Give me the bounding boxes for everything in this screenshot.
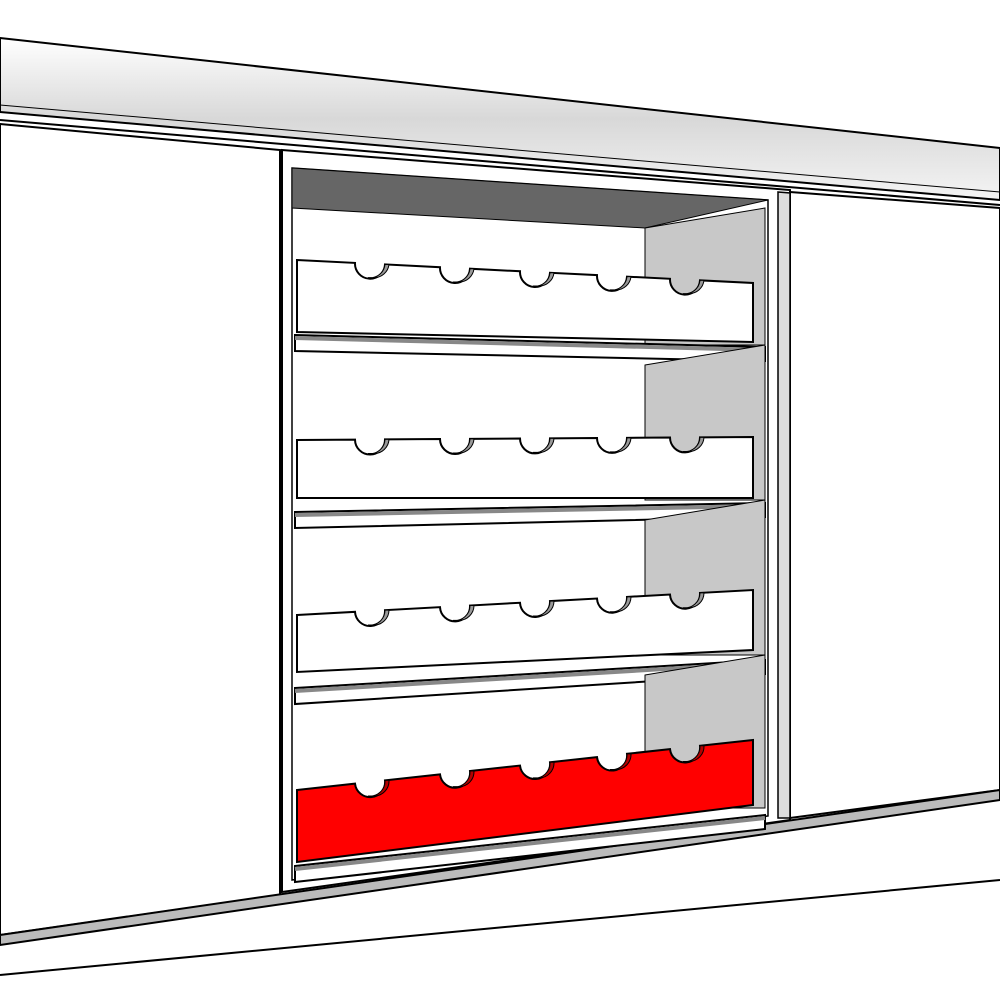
- notch-edge: [367, 438, 390, 455]
- notch-edge: [367, 263, 390, 279]
- left-cabinet-door: [0, 122, 281, 937]
- notch-edge: [609, 437, 632, 453]
- notch-edge: [532, 437, 555, 454]
- rack-rows: [294, 207, 766, 884]
- notch-edge: [682, 279, 705, 295]
- notch-edge: [452, 605, 475, 621]
- notch-edge: [452, 268, 475, 283]
- shelf-shadow: [294, 504, 766, 517]
- notch-edge: [532, 272, 555, 287]
- notch-edge: [682, 745, 705, 763]
- crown-molding: [0, 36, 1000, 206]
- notch-edge: [609, 276, 632, 291]
- right-cabinet-door: [789, 190, 1000, 820]
- notch-edge: [367, 779, 390, 797]
- notch-edge: [452, 770, 475, 788]
- notch-edge: [532, 600, 555, 617]
- shelf-shadow: [294, 336, 766, 352]
- notch-edge: [682, 436, 705, 453]
- notch-edge: [609, 753, 632, 771]
- notch-edge: [682, 592, 705, 609]
- notch-edge: [609, 596, 632, 613]
- notch-edge: [452, 438, 475, 454]
- notch-edge: [532, 761, 555, 779]
- notch-edge: [367, 609, 390, 626]
- shelf-shadow: [294, 816, 766, 871]
